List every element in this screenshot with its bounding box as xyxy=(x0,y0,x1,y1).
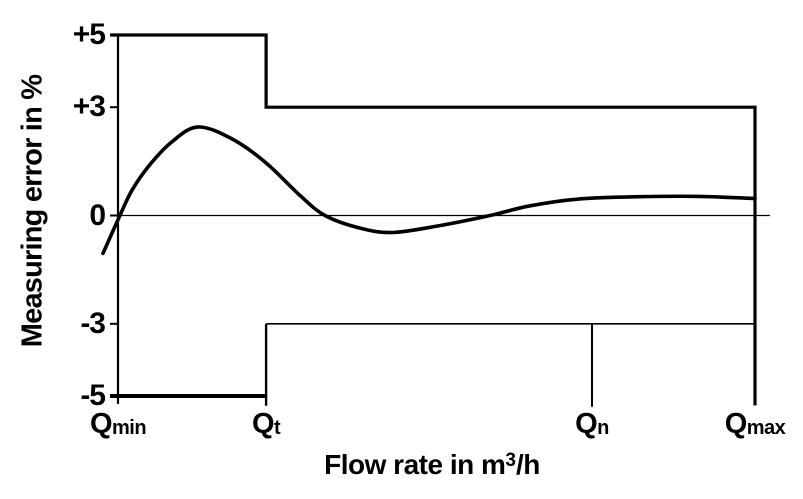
x-tick-label: Qt xyxy=(251,408,281,441)
y-tick-label: +5 xyxy=(72,18,106,51)
x-tick-label: Qmin xyxy=(89,408,147,441)
x-tick-label-main: Q xyxy=(89,408,113,440)
x-tick-label-subscript: min xyxy=(112,416,147,439)
x-tick-label-main: Q xyxy=(575,408,598,440)
y-tick-label: +3 xyxy=(72,90,106,124)
x-tick-label-subscript: n xyxy=(597,416,609,439)
x-axis-title-pre: Flow rate in m xyxy=(324,449,506,480)
error-limit-lines xyxy=(110,33,770,407)
measuring-error-curve xyxy=(101,125,757,256)
y-tick-label: -3 xyxy=(80,306,106,340)
x-tick-label: Qmax xyxy=(725,408,786,441)
x-axis-title-superscript: 3 xyxy=(505,450,516,472)
x-tick-label-main: Q xyxy=(251,408,275,440)
y-tick-label: 0 xyxy=(89,198,106,232)
x-tick-label-main: Q xyxy=(724,408,748,440)
x-tick-label-subscript: t xyxy=(274,416,281,439)
x-axis-title-post: /h xyxy=(515,449,540,480)
y-axis-title: Measuring error in % xyxy=(16,74,49,348)
x-tick-label: Qn xyxy=(575,408,609,441)
x-axis-title: Flow rate in m3/h xyxy=(324,449,540,481)
upper-limit xyxy=(110,33,757,406)
x-tick-label-subscript: max xyxy=(746,416,786,439)
y-tick-label: -5 xyxy=(80,379,106,412)
